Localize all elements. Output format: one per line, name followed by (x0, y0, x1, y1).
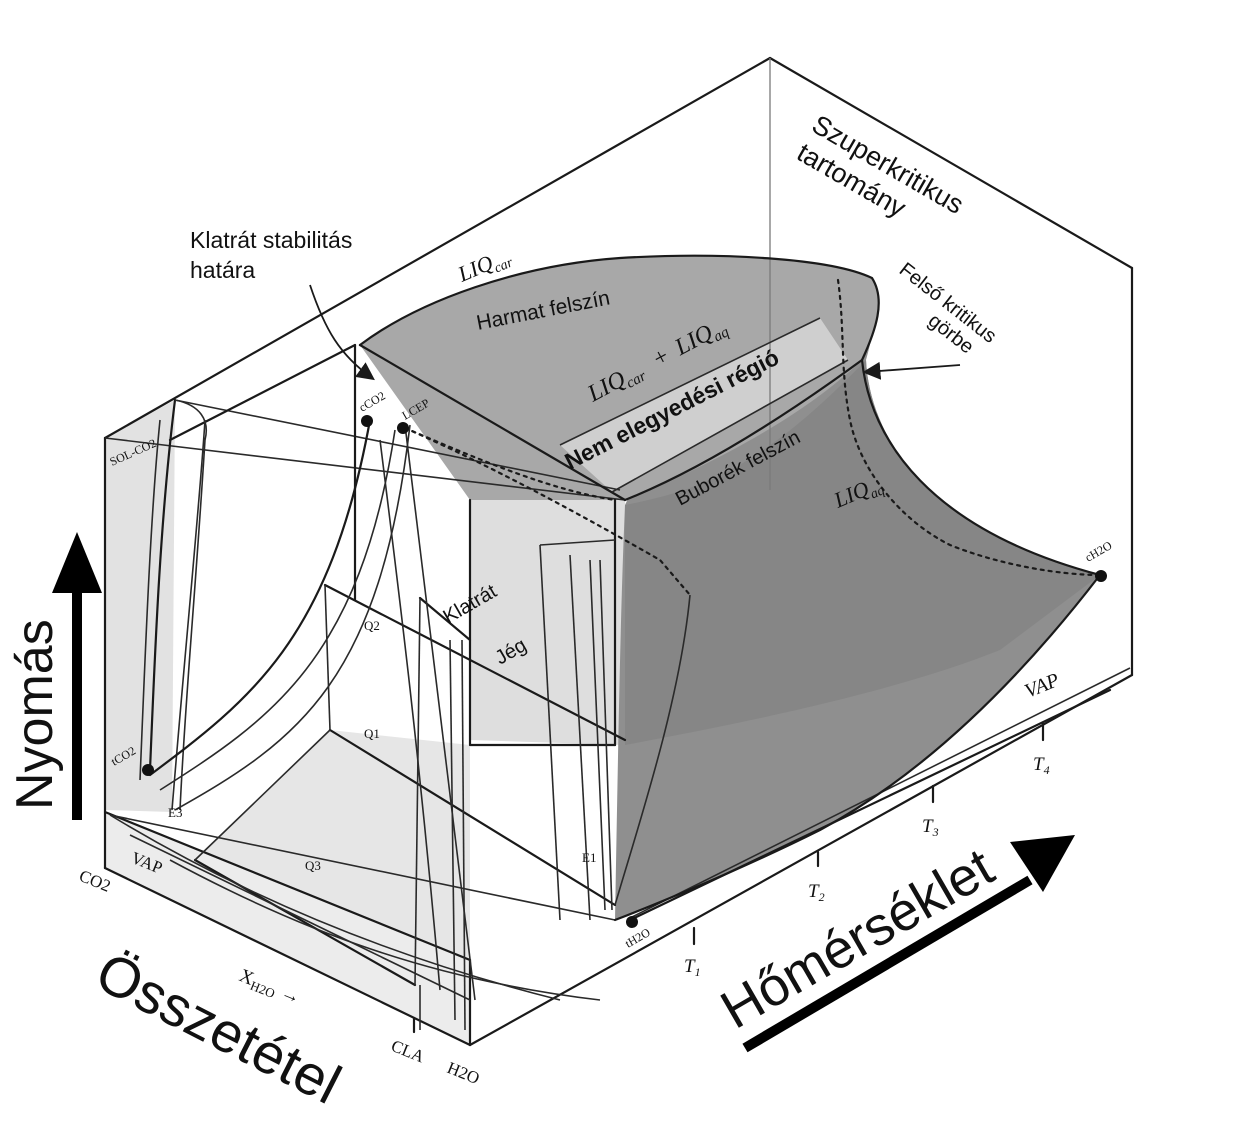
dew-surface (360, 255, 879, 500)
upper-critical-curve (836, 278, 1102, 577)
bottom-inner-line (109, 814, 616, 921)
t4-label: T4 (1033, 754, 1050, 777)
clathrate-block-front (418, 596, 617, 747)
temperature-axis-label: Hőmérséklet (711, 837, 1003, 1041)
critical-curve-2 (159, 429, 396, 791)
e1-line-1 (539, 544, 561, 921)
c-h2o-point (1095, 570, 1107, 582)
clathrate-block-top-edge (358, 343, 627, 502)
h2o-end-label: H2O (445, 1058, 483, 1088)
front-bottom-face (105, 812, 470, 1045)
c-co2-label: cCO2 (357, 388, 388, 414)
clathrate-limit-label-line1: Klatrát stabilitás (190, 227, 352, 253)
t-co2-point (142, 764, 154, 776)
clathrate-block-top-back (168, 343, 357, 442)
t1-label: T1 (684, 956, 701, 979)
box-edge-top-right (768, 56, 1134, 270)
q2-label: Q2 (364, 618, 380, 633)
q1-label: Q1 (364, 726, 380, 741)
lower-surface-outline (613, 573, 1102, 922)
pressure-arrow-head (52, 532, 102, 593)
immiscibility-band (560, 318, 848, 492)
t-h2o-label: tH2O (623, 925, 653, 951)
co2-side-curve-2 (171, 419, 206, 811)
dashed-lower (403, 426, 692, 597)
e3-label: E3 (168, 805, 182, 820)
cla-vertical (414, 597, 421, 986)
q1-line (328, 728, 617, 907)
liquid-surface-lower-fill (625, 360, 1100, 745)
e1-line-3 (589, 559, 606, 911)
co2-side-curve-4 (139, 419, 161, 781)
e1-label: E1 (582, 850, 596, 865)
x-h2o-label: XH2O→ (235, 965, 303, 1010)
e1-line-7 (539, 539, 616, 546)
q3-left-edge (194, 729, 331, 861)
dew-surface-outline (358, 254, 880, 362)
e1-line-5 (449, 639, 456, 1021)
lower-curve (169, 859, 601, 1001)
clathrate-limit-pointer (309, 284, 375, 381)
t2-label: T2 (808, 881, 825, 904)
pressure-axis-label: Nyomás (6, 619, 64, 810)
clathrate-block-face (470, 500, 625, 745)
lcep-point (397, 422, 409, 434)
front-inner-line (129, 834, 471, 1001)
temperature-arrow-shaft (742, 875, 1033, 1053)
t-h2o-point (626, 916, 638, 928)
e1-curve (614, 594, 691, 906)
co2-side-face (105, 400, 175, 812)
co2-side-curve-1 (148, 398, 177, 772)
immiscibility-band-outline (559, 317, 849, 493)
critical-curve-3 (174, 424, 411, 811)
q2-line (323, 583, 627, 742)
c-co2-point (361, 415, 373, 427)
vap-right-label: VAP (1022, 669, 1063, 703)
c-h2o-label: cH2O (1083, 538, 1115, 565)
lower-inner-region (195, 730, 470, 985)
box-edge-bottom-right (468, 673, 1134, 1047)
clathrate-limit-label-line2: határa (190, 257, 255, 283)
q2-q1-vertical (324, 584, 331, 731)
critical-curve-1 (148, 418, 372, 777)
inner-top-line-1 (104, 437, 626, 501)
e1-line-2 (569, 554, 591, 921)
cla-label: CLA (389, 1036, 428, 1067)
box-edge-front-bottom (103, 866, 472, 1047)
inner-top-line-2 (174, 399, 621, 491)
t3-label: T3 (922, 816, 939, 839)
critical-curve-5 (379, 439, 441, 991)
box-edge-top-left (103, 56, 772, 440)
e1-line-6 (461, 639, 466, 1031)
co2-side-curve-3 (174, 399, 207, 811)
e1-line-4 (599, 559, 613, 911)
q3-label: Q3 (305, 858, 321, 873)
upper-critical-pointer (862, 361, 961, 380)
temperature-arrow-head (1010, 835, 1075, 892)
